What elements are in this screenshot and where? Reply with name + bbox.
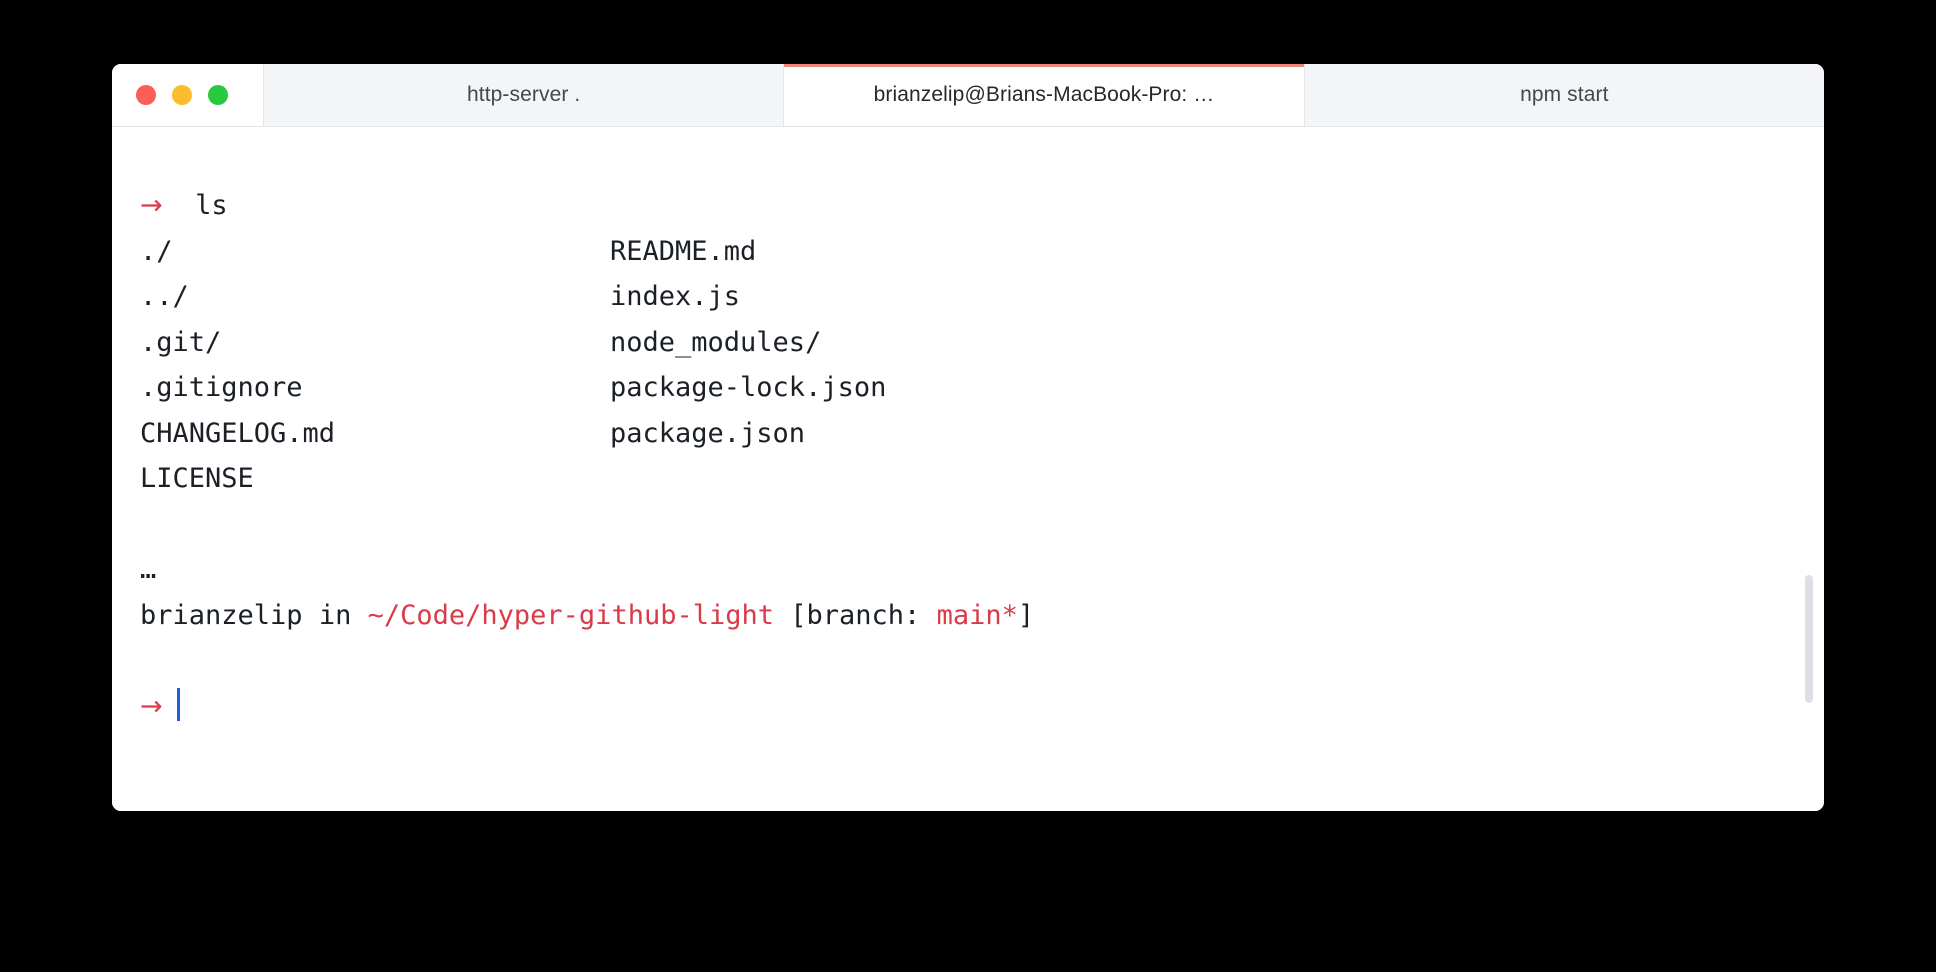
tab-list: http-server . brianzelip@Brians-MacBook-… bbox=[264, 64, 1824, 126]
tab-npm-start[interactable]: npm start bbox=[1303, 64, 1824, 126]
close-window-button[interactable] bbox=[136, 85, 156, 105]
scrollbar[interactable] bbox=[1804, 127, 1814, 811]
ls-entry: package.json bbox=[610, 417, 806, 449]
ls-output: ./ README.md ../ index.js .git/ node_mod… bbox=[140, 229, 1824, 502]
ls-entry: ../ bbox=[140, 281, 189, 312]
status-line: brianzelip in ~/Code/hyper-github-light … bbox=[140, 593, 1824, 639]
ls-entry: ./ bbox=[140, 235, 173, 267]
command-ls: ls bbox=[195, 190, 228, 221]
status-space-2 bbox=[351, 600, 367, 631]
tab-brianzelip-shell[interactable]: brianzelip@Brians-MacBook-Pro: … bbox=[784, 64, 1304, 126]
ls-entry: index.js bbox=[610, 281, 741, 312]
tab-label: http-server . bbox=[466, 83, 581, 106]
status-space-1 bbox=[303, 600, 319, 631]
ls-entry bbox=[610, 456, 1824, 502]
tab-label: brianzelip@Brians-MacBook-Pro: … bbox=[873, 83, 1215, 106]
tab-http-server[interactable]: http-server . bbox=[264, 64, 785, 126]
status-user: brianzelip bbox=[140, 599, 303, 631]
status-space-3 bbox=[774, 600, 790, 631]
ls-entry: CHANGELOG.md bbox=[140, 417, 336, 449]
maximize-window-button[interactable] bbox=[208, 85, 228, 105]
text-cursor bbox=[176, 687, 180, 721]
status-ellipsis: … bbox=[140, 554, 158, 585]
status-branch-close: ] bbox=[1017, 599, 1035, 631]
status-branch-open: [branch: bbox=[790, 599, 937, 631]
blank-line bbox=[140, 638, 1824, 684]
status-in-word: in bbox=[318, 599, 352, 631]
minimize-window-button[interactable] bbox=[172, 85, 192, 105]
terminal-window: http-server . brianzelip@Brians-MacBook-… bbox=[112, 64, 1824, 811]
ls-entry: .gitignore bbox=[140, 372, 303, 403]
prompt-arrow-icon: → bbox=[140, 690, 163, 722]
terminal-output-area[interactable]: → ls ./ README.md ../ index.js .git/ nod… bbox=[112, 127, 1824, 811]
tab-bar: http-server . brianzelip@Brians-MacBook-… bbox=[112, 64, 1824, 127]
ls-entry: .git/ bbox=[140, 326, 222, 358]
status-branch-name: main* bbox=[936, 599, 1018, 631]
command-line: → ls bbox=[140, 183, 1824, 229]
input-prompt-line[interactable]: → bbox=[140, 684, 1824, 730]
scrollbar-thumb[interactable] bbox=[1805, 575, 1813, 703]
ls-entry: package-lock.json bbox=[610, 372, 887, 403]
ls-entry: node_modules/ bbox=[610, 326, 822, 358]
tab-label: npm start bbox=[1520, 83, 1609, 106]
command-text bbox=[163, 190, 196, 221]
blank-line bbox=[140, 502, 1824, 548]
prompt-arrow-icon: → bbox=[140, 190, 163, 221]
ls-entry: README.md bbox=[610, 235, 757, 267]
status-path: ~/Code/hyper-github-light bbox=[367, 599, 774, 631]
window-controls bbox=[112, 64, 264, 126]
ls-entry: LICENSE bbox=[140, 463, 254, 494]
